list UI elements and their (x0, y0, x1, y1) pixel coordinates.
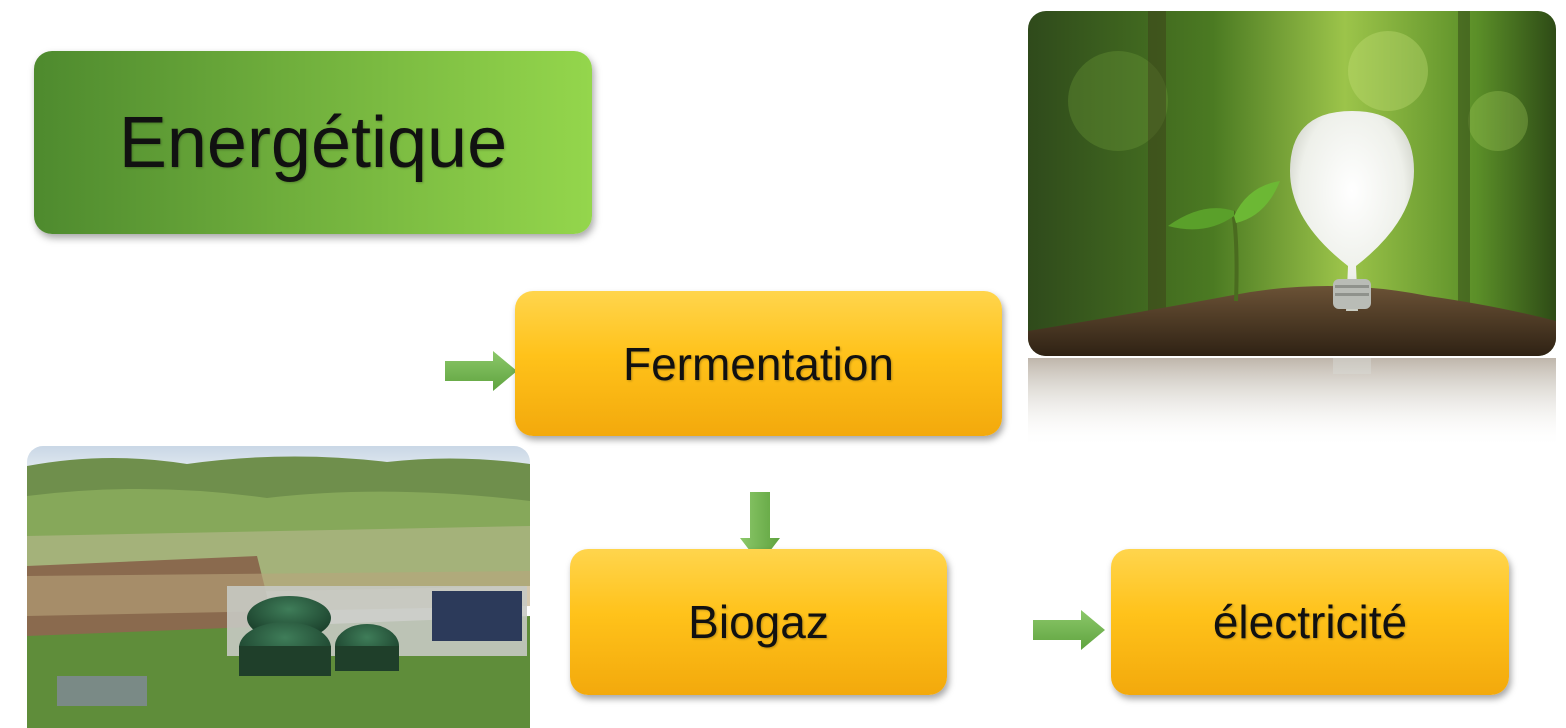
title-text: Energétique (118, 102, 508, 183)
arrow-right-icon (1033, 610, 1105, 650)
node-fermentation: Fermentation (515, 291, 1002, 436)
node-biogaz: Biogaz (570, 549, 947, 695)
biogas-plant-photo (27, 446, 530, 728)
title-box: Energétique (34, 51, 592, 234)
lightbulb-photo-reflection (1028, 358, 1556, 448)
node-electricite-label: électricité (1212, 596, 1408, 648)
node-biogaz-label: Biogaz (688, 596, 829, 648)
arrow-right-icon (445, 351, 517, 391)
node-fermentation-label: Fermentation (622, 337, 894, 390)
arrow-down-icon (740, 492, 780, 564)
lightbulb-photo (1028, 11, 1556, 356)
node-electricite: électricité (1111, 549, 1509, 695)
